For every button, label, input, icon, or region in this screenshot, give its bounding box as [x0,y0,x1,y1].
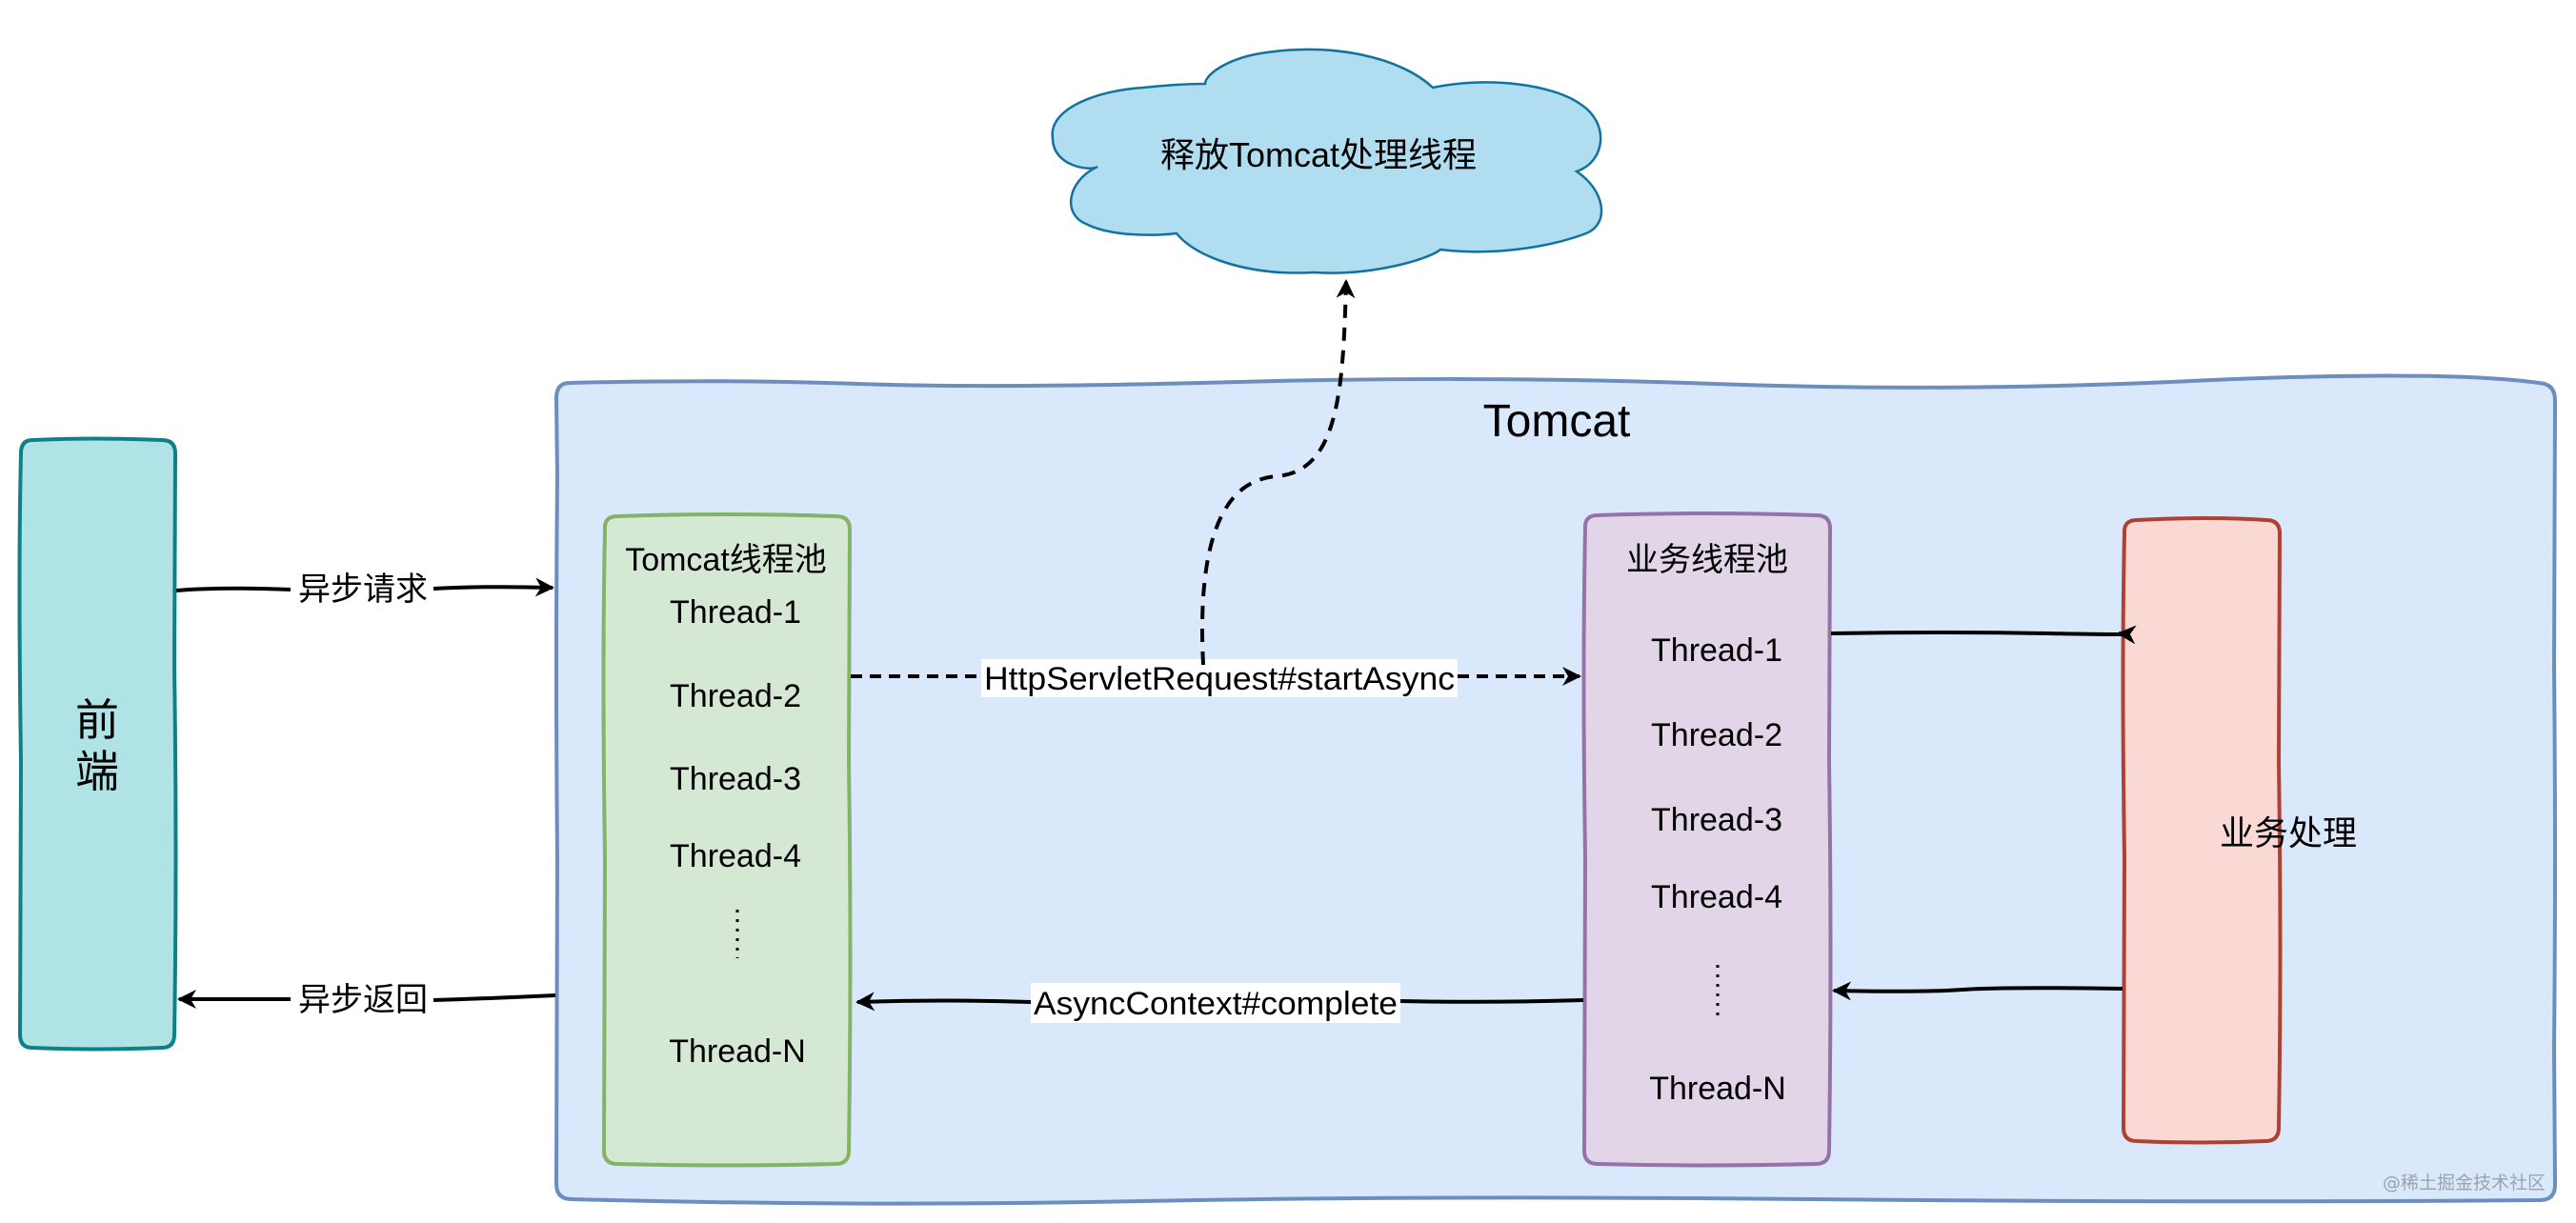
biz-pool-thread: Thread-2 [1651,717,1782,753]
biz-pool-thread: Thread-4 [1651,879,1782,915]
edge-complete-line-left [855,992,1032,1012]
business-process-box: 业务处理 [2121,516,2357,1145]
tomcat-thread-pool: Tomcat线程池 Thread-1 Thread-2 Thread-3 Thr… [601,512,853,1168]
edge-complete-label: AsyncContext#complete [1034,986,1398,1022]
edge-async-return-line-tail [433,993,556,1002]
frontend-box: 前 端 [17,436,178,1052]
tomcat-pool-thread: Thread-2 [670,678,801,714]
edge-dispatch-business [1830,625,2137,645]
edge-start-async-label: HttpServletRequest#startAsync [984,661,1455,697]
edge-async-return-label: 异步返回 [298,982,428,1018]
cloud-shape [1051,48,1603,274]
business-thread-pool: 业务线程池 Thread-1 Thread-2 Thread-3 Thread-… [1581,511,1833,1168]
tomcat-title: Tomcat [1483,396,1631,447]
edge-start-async-label-bg [981,659,1458,697]
edge-release-thread-line [1200,279,1356,666]
biz-pool-title: 业务线程池 [1626,542,1788,578]
edge-business-return [1832,981,2123,1001]
biz-box-label: 业务处理 [2220,813,2357,852]
edge-complete-label-bg [1031,983,1400,1023]
frontend-label-line1: 前 [75,695,119,745]
edge-async-request-line [175,587,553,591]
edge-start-async: HttpServletRequest#startAsync [851,659,1581,697]
release-thread-cloud: 释放Tomcat处理线程 [1051,48,1603,274]
biz-pool-thread: Thread-N [1649,1071,1786,1107]
tomcat-pool-thread: Thread-1 [670,594,801,631]
edge-dispatch-business-line [1830,625,2137,645]
tomcat-pool-shape [601,512,853,1168]
edge-release-thread [1200,279,1356,666]
edge-business-return-line [1832,981,2123,1001]
edge-async-return: 异步返回 [177,982,556,1018]
tomcat-pool-thread: Thread-N [669,1033,806,1070]
cloud-label: 释放Tomcat处理线程 [1160,135,1477,174]
edge-complete-line-right [1399,998,1584,1004]
tomcat-pool-thread: Thread-4 [670,838,801,874]
frontend-box-shape [17,436,178,1052]
biz-pool-thread: Thread-1 [1651,632,1782,669]
biz-box-shape [2121,516,2283,1145]
biz-pool-thread: Thread-3 [1651,802,1782,838]
edge-complete: AsyncContext#complete [855,983,1584,1023]
frontend-label-line2: 端 [75,747,119,796]
edge-async-request-label: 异步请求 [298,571,428,608]
watermark: @稀土掘金技术社区 [2383,1173,2546,1193]
tomcat-pool-thread: Thread-3 [670,761,801,797]
edge-async-request: 异步请求 [175,571,553,608]
biz-pool-shape [1581,511,1833,1168]
tomcat-pool-title: Tomcat线程池 [625,542,827,578]
